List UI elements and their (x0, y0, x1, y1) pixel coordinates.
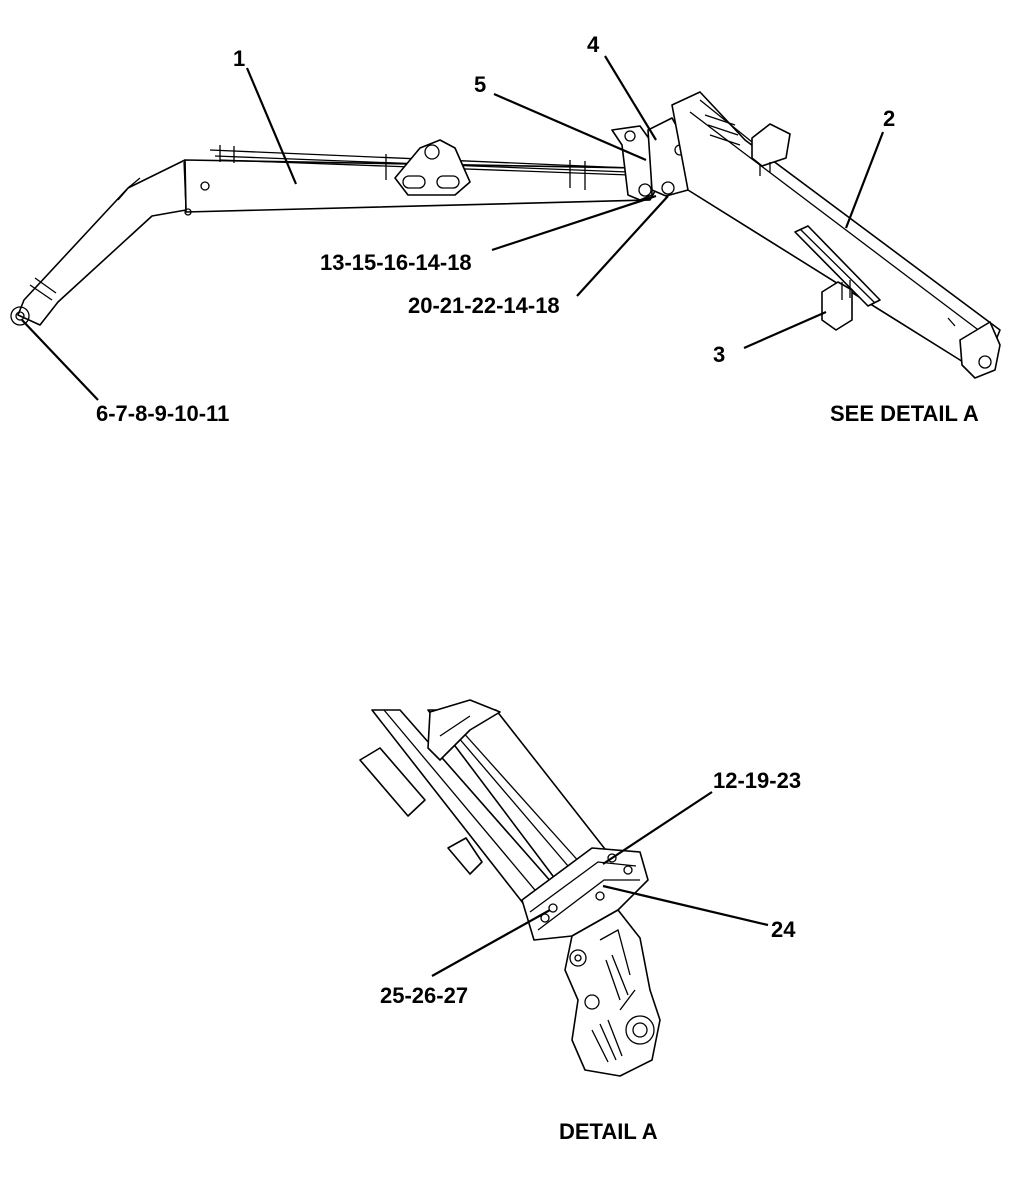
callout-3: 3 (713, 342, 725, 367)
leader-1 (245, 67, 298, 185)
leader-6 (21, 319, 99, 401)
callout-4: 4 (587, 32, 600, 57)
leader-12-19-23 (602, 791, 713, 865)
leader-2 (844, 131, 885, 229)
callout-6-7-8-9-10-11: 6-7-8-9-10-11 (96, 401, 229, 426)
leader-25-26-27 (431, 909, 551, 977)
callout-12-19-23: 12-19-23 (713, 768, 801, 793)
detail-leader-lines (431, 791, 769, 977)
see-detail-label: SEE DETAIL A (830, 401, 979, 426)
callout-5: 5 (474, 72, 486, 97)
leader-lines (21, 55, 885, 401)
detail-a-caption: DETAIL A (559, 1119, 658, 1144)
callout-20-21-22-14-18: 20-21-22-14-18 (408, 293, 560, 318)
detail-a-drawing (359, 699, 661, 1077)
leader-4 (604, 55, 657, 141)
leader-13 (491, 194, 657, 252)
boom-assembly-drawing (10, 91, 1001, 379)
leader-3 (743, 310, 827, 350)
leader-5 (493, 92, 647, 162)
leader-24 (602, 884, 769, 927)
callout-25-26-27: 25-26-27 (380, 983, 468, 1008)
callout-1: 1 (233, 46, 245, 71)
leader-20 (576, 195, 669, 297)
callout-13-15-16-14-18: 13-15-16-14-18 (320, 250, 472, 275)
callout-24: 24 (771, 917, 796, 942)
callout-2: 2 (883, 106, 895, 131)
